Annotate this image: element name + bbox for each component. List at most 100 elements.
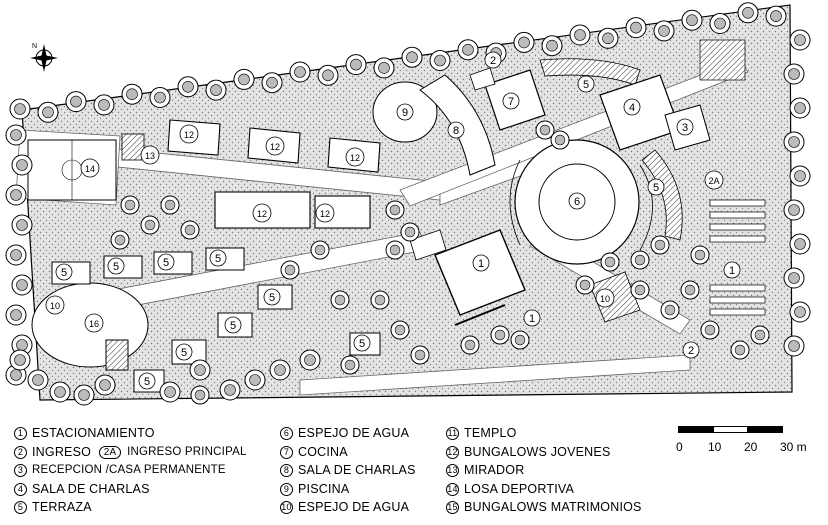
legend-item: 1 ESTACIONAMIENTO bbox=[14, 426, 155, 441]
svg-text:12: 12 bbox=[257, 209, 267, 219]
svg-text:5: 5 bbox=[61, 267, 67, 279]
legend-label: ESPEJO DE AGUA bbox=[298, 500, 410, 514]
tree-icon bbox=[513, 31, 535, 53]
legend-number-2a: 2A bbox=[99, 446, 122, 459]
tree-icon bbox=[73, 384, 95, 406]
tree-icon bbox=[709, 13, 731, 34]
tree-icon bbox=[737, 2, 759, 24]
svg-text:1: 1 bbox=[729, 265, 735, 277]
legend-item: 13 MIRADOR bbox=[446, 463, 524, 478]
tree-icon bbox=[385, 200, 405, 220]
plan-label-10: 10 bbox=[45, 295, 65, 315]
legend-label: ESPEJO DE AGUA bbox=[298, 426, 410, 440]
plan-label-5: 5 bbox=[577, 75, 595, 93]
legend-number: 12 bbox=[446, 446, 459, 459]
svg-text:16: 16 bbox=[89, 319, 99, 329]
svg-text:5: 5 bbox=[230, 320, 236, 332]
svg-text:2: 2 bbox=[688, 345, 694, 357]
tree-icon bbox=[789, 233, 811, 255]
tree-icon bbox=[535, 120, 555, 140]
svg-text:5: 5 bbox=[181, 347, 187, 359]
plan-label-5: 5 bbox=[55, 263, 73, 281]
tree-icon bbox=[750, 325, 770, 345]
svg-text:14: 14 bbox=[85, 164, 95, 174]
tree-icon bbox=[244, 369, 266, 391]
svg-text:2: 2 bbox=[490, 55, 496, 67]
legend-number: 1 bbox=[14, 427, 27, 440]
north-arrow-icon: N bbox=[30, 43, 58, 72]
svg-text:12: 12 bbox=[270, 142, 280, 152]
tree-icon bbox=[5, 304, 27, 326]
tree-icon bbox=[65, 91, 87, 113]
tree-icon bbox=[289, 61, 311, 83]
plan-label-1: 1 bbox=[723, 261, 741, 279]
svg-text:5: 5 bbox=[653, 182, 659, 194]
temple-building bbox=[434, 229, 526, 316]
scale-tick: 30 m bbox=[780, 440, 807, 454]
tree-icon bbox=[681, 9, 703, 31]
youth-bungalows bbox=[167, 119, 381, 229]
tree-icon bbox=[783, 63, 805, 85]
tree-icon bbox=[11, 274, 33, 296]
tree-icon bbox=[390, 320, 410, 340]
tree-icon bbox=[690, 245, 710, 265]
plan-label-4: 4 bbox=[623, 98, 641, 116]
tree-icon bbox=[783, 267, 805, 289]
tree-icon bbox=[345, 54, 367, 76]
tree-icon bbox=[261, 72, 283, 94]
terrace-arc-top bbox=[539, 58, 641, 86]
legend-number: 10 bbox=[280, 501, 293, 514]
tree-icon bbox=[401, 46, 423, 68]
legend-label: BUNGALOWS MATRIMONIOS bbox=[464, 500, 642, 514]
svg-text:2A: 2A bbox=[708, 176, 719, 186]
svg-text:6: 6 bbox=[574, 196, 580, 208]
legend-label: ESTACIONAMIENTO bbox=[32, 426, 155, 440]
parking-area bbox=[699, 39, 766, 316]
scale-tick: 10 bbox=[708, 440, 722, 454]
tree-icon bbox=[5, 124, 27, 146]
plan-label-8: 8 bbox=[447, 121, 465, 139]
svg-text:5: 5 bbox=[113, 261, 119, 273]
tree-icon bbox=[789, 29, 811, 51]
tree-icon bbox=[5, 244, 27, 266]
plan-label-5: 5 bbox=[157, 253, 175, 271]
tree-icon bbox=[765, 5, 787, 27]
legend-item: 15 BUNGALOWS MATRIMONIOS bbox=[446, 500, 642, 515]
plan-label-5: 5 bbox=[263, 288, 281, 306]
plan-label-12: 12 bbox=[265, 136, 285, 156]
svg-text:10: 10 bbox=[50, 301, 60, 311]
tree-icon bbox=[630, 280, 650, 300]
plan-label-12: 12 bbox=[179, 124, 199, 144]
plan-label-2: 2 bbox=[484, 51, 502, 69]
plan-label-12: 12 bbox=[315, 203, 335, 223]
legend-label: SALA DE CHARLAS bbox=[298, 463, 416, 477]
tree-icon bbox=[575, 275, 595, 295]
plan-label-14: 14 bbox=[80, 158, 100, 178]
tree-icon bbox=[400, 222, 420, 242]
north-label: N bbox=[32, 43, 37, 50]
tree-icon bbox=[457, 39, 479, 61]
legend-number: 11 bbox=[446, 427, 459, 440]
legend-number: 4 bbox=[14, 483, 27, 496]
tree-icon bbox=[269, 359, 291, 381]
tree-icon bbox=[280, 260, 300, 280]
plan-label-2A: 2A bbox=[704, 170, 724, 190]
legend-item: 10 ESPEJO DE AGUA bbox=[280, 500, 409, 515]
legend-number: 3 bbox=[14, 464, 27, 477]
svg-text:5: 5 bbox=[359, 338, 365, 350]
plan-label-12: 12 bbox=[252, 203, 272, 223]
tree-icon bbox=[140, 215, 160, 235]
legend-label: BUNGALOWS JOVENES bbox=[464, 445, 611, 459]
legend-label: PISCINA bbox=[298, 482, 350, 496]
svg-text:4: 4 bbox=[629, 102, 635, 114]
svg-text:1: 1 bbox=[478, 258, 484, 270]
legend-number: 2 bbox=[14, 446, 27, 459]
tree-icon bbox=[49, 381, 71, 403]
legend-item: 12 BUNGALOWS JOVENES bbox=[446, 445, 611, 460]
plan-label-3: 3 bbox=[676, 118, 694, 136]
tree-icon bbox=[730, 340, 750, 360]
water-mirror-10 bbox=[589, 271, 641, 323]
legend-item: 6 ESPEJO DE AGUA bbox=[280, 426, 409, 441]
